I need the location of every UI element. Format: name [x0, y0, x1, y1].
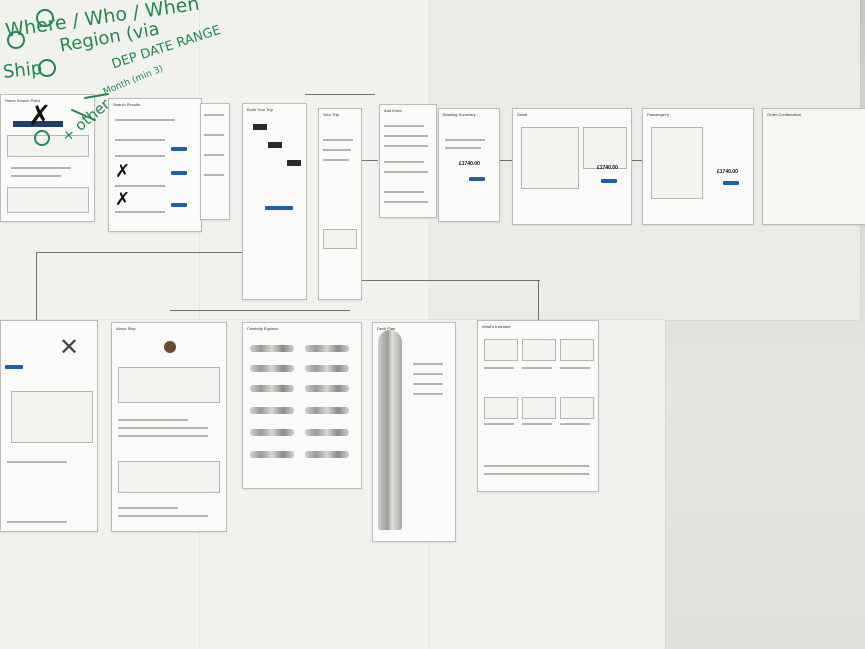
price-label: £1740.00	[597, 165, 618, 171]
cabin-option[interactable]	[250, 385, 294, 392]
cabin-option[interactable]	[305, 345, 349, 352]
wireframe-cruise: ✕	[0, 320, 98, 532]
frame-title: What's Included	[482, 324, 511, 329]
flow-connector	[36, 252, 286, 253]
frame-title: About Ship	[116, 326, 136, 331]
wireframe-passengers: Passenger's £1740.00	[642, 108, 754, 225]
placeholder-x: ✕	[59, 333, 80, 361]
ship-deck-plan-image	[378, 330, 402, 530]
frame-title: Order Confirmation	[767, 112, 802, 117]
wireframe-choose-cabin: Celebrity Equinox	[242, 322, 362, 489]
frame-title: Passenger's	[647, 112, 669, 117]
view-button[interactable]	[171, 147, 187, 151]
option-tile	[268, 142, 282, 148]
cabin-option[interactable]	[250, 407, 294, 414]
view-button[interactable]	[171, 171, 187, 175]
frame-title: Add Extra	[384, 108, 402, 113]
wireframe-about-ship: About Ship	[111, 322, 227, 532]
cabin-option[interactable]	[250, 345, 294, 352]
flow-connector	[360, 160, 378, 161]
frame-title: Search Results	[113, 102, 141, 107]
ship-icon	[164, 341, 176, 353]
frame-title: Build Your Trip	[247, 107, 273, 112]
cabin-option[interactable]	[305, 407, 349, 414]
wireframe-build-trip: Build Your Trip	[242, 103, 307, 300]
option-tile	[253, 124, 267, 130]
flow-connector	[36, 252, 37, 320]
cabin-option[interactable]	[250, 451, 294, 458]
wireframe-add-extra: Add Extra	[379, 104, 437, 218]
hero-banner	[13, 121, 63, 127]
frame-title: Your Trip	[323, 112, 339, 117]
frame-title: Detail	[517, 112, 528, 117]
cabin-option[interactable]	[305, 451, 349, 458]
frame-title: Celebrity Equinox	[247, 326, 279, 331]
wireframe-home: Home Search Point	[0, 94, 95, 222]
flow-connector	[170, 310, 350, 311]
wireframe-detail: Detail £1740.00	[512, 108, 632, 225]
view-button[interactable]	[171, 203, 187, 207]
flow-connector	[305, 94, 375, 95]
flow-connector	[630, 160, 644, 161]
wireframe-whats-included: What's Included	[477, 320, 599, 492]
option-tile	[287, 160, 301, 166]
flow-connector	[498, 160, 512, 161]
price-label: £1740.00	[459, 161, 480, 167]
cabin-option[interactable]	[305, 365, 349, 372]
frame-title: Deck Plan	[377, 326, 396, 331]
cross-out-mark: ✗	[115, 189, 131, 209]
cross-out-mark: ✗	[28, 100, 52, 131]
continue-button[interactable]	[469, 177, 485, 181]
cross-out-mark: ✗	[115, 161, 131, 181]
wireframe-confirmation: Order Confirmation	[762, 108, 865, 225]
cabin-option[interactable]	[250, 365, 294, 372]
frame-title: Home Search Point	[5, 98, 40, 103]
flow-connector	[360, 280, 540, 281]
wireframe-booking-summary: Booking Summary £1740.00	[438, 108, 500, 222]
wireframe-your-trip: Your Trip	[318, 108, 362, 300]
flow-connector	[538, 280, 539, 320]
continue-button[interactable]	[601, 179, 617, 183]
price-label: £1740.00	[717, 169, 738, 175]
handwriting-line: Ship	[2, 57, 44, 83]
frame-title: Booking Summary	[443, 112, 476, 117]
search-panel	[7, 187, 89, 213]
cabin-option[interactable]	[305, 385, 349, 392]
cabin-option[interactable]	[305, 429, 349, 436]
wireframe-filters	[200, 103, 230, 220]
continue-button[interactable]	[723, 181, 739, 185]
continue-button[interactable]	[265, 206, 293, 210]
cabin-option[interactable]	[250, 429, 294, 436]
